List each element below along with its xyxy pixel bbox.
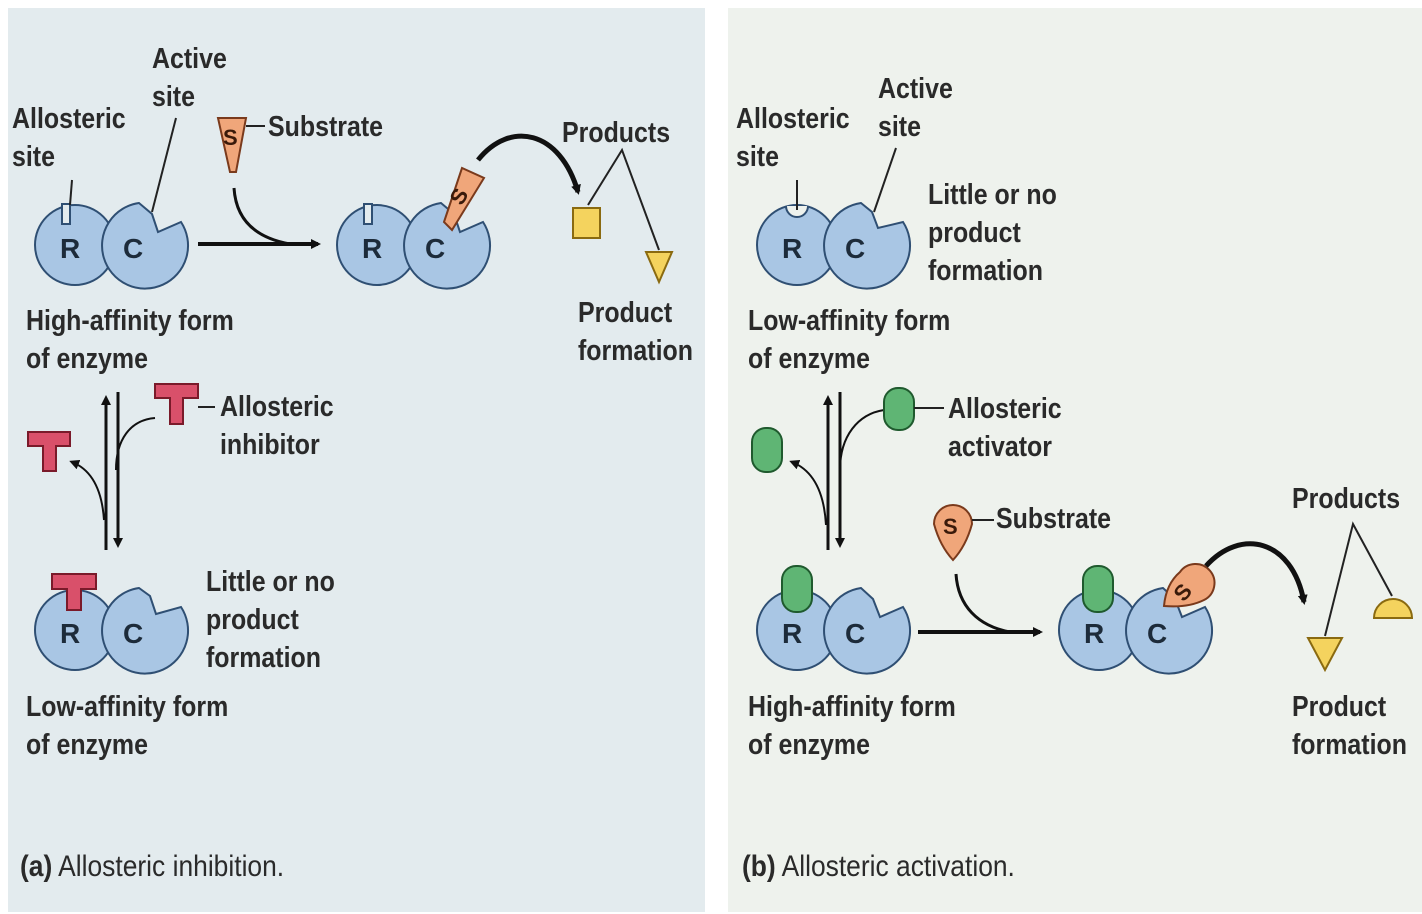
label-allosteric-site-a: Allosteric site — [12, 103, 126, 173]
svg-text:R: R — [782, 233, 802, 264]
leader-line — [151, 117, 177, 213]
svg-text:R: R — [1084, 618, 1104, 649]
label-allosteric-site-b: Allosteric site — [736, 103, 850, 173]
label-products-b: Products — [1292, 483, 1401, 515]
svg-text:S: S — [223, 125, 238, 150]
enzyme-letter-r: R — [60, 233, 80, 264]
svg-text:S: S — [943, 514, 958, 539]
label-allosteric-activator: Allosteric activator — [948, 393, 1062, 463]
label-low-affinity-b: Low-affinity form of enzyme — [748, 305, 951, 375]
label-product-formation-b: Product formation — [1292, 691, 1407, 761]
product-semicircle — [1372, 598, 1414, 619]
product-triangle — [644, 251, 674, 285]
label-high-affinity-a: High-affinity form of enzyme — [26, 305, 234, 375]
allosteric-site-notch — [61, 203, 71, 225]
label-substrate-a: Substrate — [268, 111, 384, 143]
svg-text:C: C — [123, 618, 143, 649]
enzyme-low-affinity-b: R C — [756, 201, 911, 290]
caption-text-b: Allosteric activation. — [781, 850, 1015, 883]
product-release-arrow — [476, 133, 581, 195]
label-little-product-a: Little or no product formation — [206, 566, 335, 674]
svg-text:C: C — [845, 233, 865, 264]
label-high-affinity-b: High-affinity form of enzyme — [748, 691, 956, 761]
enzyme-high-affinity-b: R C — [756, 565, 911, 675]
leader-line — [69, 179, 73, 206]
enzyme-high-affinity-a: R C — [34, 201, 189, 290]
product-square — [572, 207, 601, 239]
substrate-shape-b: S — [932, 504, 974, 562]
label-low-affinity-a: Low-affinity form of enzyme — [26, 691, 229, 761]
enzyme-substrate-complex-a: R C S — [336, 166, 491, 290]
enzyme-low-affinity-a: R C — [34, 573, 189, 675]
caption-a: (a) Allosteric inhibition. — [20, 850, 284, 884]
activator-shape-free — [883, 387, 915, 431]
caption-b: (b) Allosteric activation. — [742, 850, 1015, 884]
enzyme-letter-c: C — [123, 233, 143, 264]
product-triangle — [1306, 637, 1344, 673]
enzyme-substrate-complex-b: S R C — [1058, 563, 1216, 675]
caption-text-a: Allosteric inhibition. — [58, 850, 285, 883]
product-release-arrow — [1204, 541, 1308, 605]
svg-text:R: R — [60, 618, 80, 649]
svg-text:R: R — [782, 618, 802, 649]
panel-allosteric-inhibition — [8, 8, 705, 912]
caption-letter-a: (a) — [20, 850, 53, 883]
label-product-formation-a: Product formation — [578, 297, 693, 367]
svg-text:C: C — [1147, 618, 1167, 649]
panel-allosteric-activation — [728, 8, 1422, 912]
svg-text:C: C — [425, 233, 445, 264]
inhibitor-shape-released — [27, 431, 71, 472]
caption-letter-b: (b) — [742, 850, 776, 883]
label-active-site-a: Active site — [152, 43, 227, 113]
label-substrate-b: Substrate — [996, 503, 1112, 535]
label-little-product-b: Little or no product formation — [928, 179, 1057, 287]
substrate-shape-a: S — [216, 117, 248, 173]
label-allosteric-inhibitor: Allosteric inhibitor — [220, 391, 334, 461]
label-active-site-b: Active site — [878, 73, 953, 143]
svg-text:C: C — [845, 618, 865, 649]
inhibitor-shape-free — [154, 383, 199, 425]
activator-shape-released — [751, 427, 783, 473]
svg-text:R: R — [362, 233, 382, 264]
label-products-a: Products — [562, 117, 671, 149]
